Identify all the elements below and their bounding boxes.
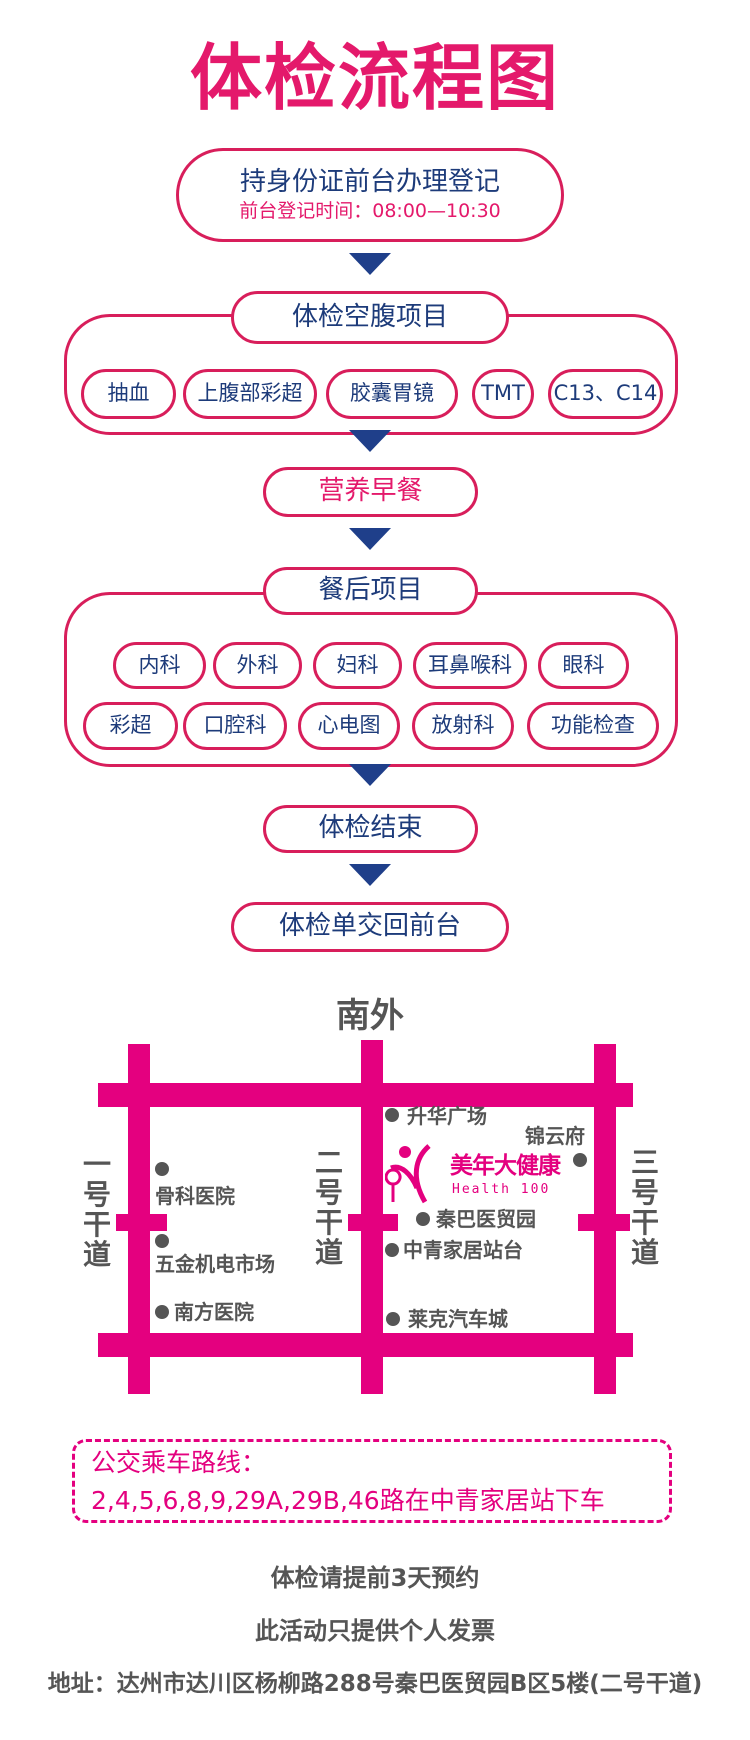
location-dot-icon [155,1234,169,1248]
fasting-item: TMT [472,369,534,419]
after-meal-item: 彩超 [83,702,178,750]
map-road-stub [348,1214,398,1231]
location-dot-icon [416,1212,430,1226]
after-meal-item: 眼科 [538,642,629,689]
register-time: 前台登记时间：08:00—10:30 [239,200,501,222]
step-register: 持身份证前台办理登记 前台登记时间：08:00—10:30 [176,148,564,242]
location-dot-icon [385,1243,399,1257]
address: 地址：达州市达川区杨柳路288号秦巴医贸园B区5楼(二号干道) [47,1671,703,1697]
page-title: 体检流程图 [189,36,560,120]
poi-label: 锦云府 [525,1124,585,1148]
booking-note: 体检请提前3天预约 [270,1564,480,1592]
step-breakfast: 营养早餐 [263,467,478,517]
brand-logo-subtext: Health 100 [452,1182,551,1197]
step-end: 体检结束 [263,805,478,853]
poi-label: 秦巴医贸园 [436,1207,536,1231]
poi-label: 骨科医院 [155,1184,235,1208]
map-road-stub [578,1214,630,1231]
bus-route-box: 公交乘车路线： 2,4,5,6,8,9,29A,29B,46路在中青家居站下车 [72,1439,672,1523]
fasting-item: 抽血 [81,369,176,419]
road-label-2: 二号干道 [314,1146,343,1269]
invoice-note: 此活动只提供个人发票 [255,1617,495,1645]
bus-route-lines: 2,4,5,6,8,9,29A,29B,46路在中青家居站下车 [91,1486,605,1515]
after-meal-item: 外科 [213,642,302,689]
step-register-label: 持身份证前台办理登记 [239,167,500,197]
arrow-down-icon [349,864,391,886]
after-meal-item: 口腔科 [183,702,287,750]
fasting-header: 体检空腹项目 [231,291,509,344]
step-return-form: 体检单交回前台 [231,902,509,952]
after-meal-item: 放射科 [412,702,514,750]
location-dot-icon [573,1153,587,1167]
brand-logo-text: 美年大健康 [450,1153,561,1179]
map-road-stub [116,1214,167,1231]
fasting-item: 胶囊胃镜 [326,369,458,419]
location-dot-icon [386,1312,400,1326]
bus-route-title: 公交乘车路线： [91,1448,267,1477]
arrow-down-icon [349,253,391,275]
brand-logo-icon [385,1144,431,1204]
road-label-3: 三号干道 [630,1146,659,1269]
location-dot-icon [155,1162,169,1176]
fasting-item: C13、C14 [548,369,663,419]
location-dot-icon [155,1305,169,1319]
after-meal-item: 功能检查 [527,702,659,750]
poi-label: 莱克汽车城 [408,1307,508,1331]
poi-label: 南方医院 [174,1300,254,1324]
location-dot-icon [385,1108,399,1122]
arrow-down-icon [349,764,391,786]
poi-label: 五金机电市场 [155,1252,275,1276]
after-meal-item: 内科 [113,642,206,689]
road-label-1: 一号干道 [82,1148,111,1271]
map-north-label: 南外 [336,996,404,1036]
poi-label: 中青家居站台 [403,1238,523,1262]
after-meal-item: 心电图 [298,702,400,750]
arrow-down-icon [349,430,391,452]
after-meal-item: 妇科 [313,642,402,689]
after-meal-item: 耳鼻喉科 [413,642,527,689]
arrow-down-icon [349,528,391,550]
after-meal-header: 餐后项目 [263,567,478,615]
poi-label: 升华广场 [407,1104,487,1128]
fasting-item: 上腹部彩超 [183,369,317,419]
